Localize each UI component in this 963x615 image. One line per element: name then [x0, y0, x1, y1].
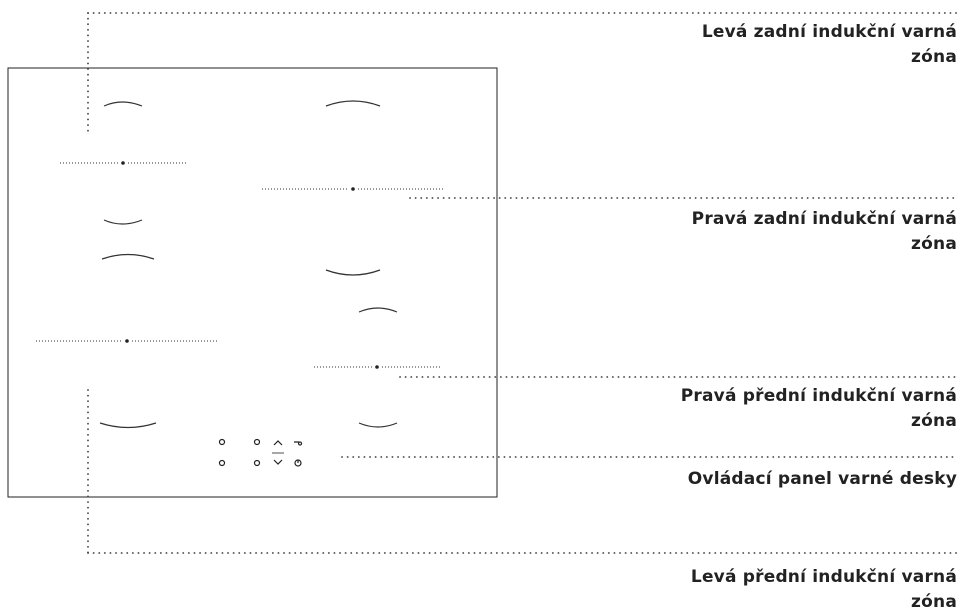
label-front-right-line1: Pravá přední indukční varná [680, 386, 957, 406]
label-control-panel: Ovládací panel varné desky [688, 467, 957, 492]
label-rear-left-zone: Levá zadní indukční varná zóna [702, 20, 957, 70]
label-rear-right-line1: Pravá zadní indukční varná [691, 209, 957, 229]
label-front-left-line1: Levá přední indukční varná [690, 567, 957, 587]
label-front-right-line2: zóna [911, 411, 957, 431]
control-button[interactable] [253, 459, 261, 467]
front-right-zone-slider-marker [375, 365, 379, 369]
chevron-up-icon[interactable] [273, 440, 283, 446]
leader-front-left [87, 389, 958, 554]
control-panel [218, 438, 303, 467]
label-front-right-zone: Pravá přední indukční varná zóna [681, 384, 957, 434]
control-button[interactable] [218, 459, 226, 467]
leader-rear-left [87, 12, 958, 133]
rear-right-zone-slider-marker [351, 187, 355, 191]
label-front-left-line2: zóna [911, 592, 957, 612]
label-front-left-zone: Levá přední indukční varná zóna [691, 565, 957, 615]
key-lock-icon[interactable] [294, 441, 303, 446]
cooktop-outline [7, 67, 498, 498]
control-button[interactable] [218, 438, 226, 446]
control-button[interactable] [253, 438, 261, 446]
front-left-zone-slider-marker [125, 339, 129, 343]
leader-lines [87, 12, 958, 554]
rear-left-zone [103, 101, 143, 225]
label-rear-left-line1: Levá zadní indukční varná [701, 22, 957, 42]
front-left-zone [99, 253, 157, 429]
label-rear-right-zone: Pravá zadní indukční varná zóna [692, 207, 957, 257]
rear-left-zone-slider-marker [121, 161, 125, 165]
label-rear-left-line2: zóna [911, 47, 957, 67]
label-control-panel-line1: Ovládací panel varné desky [687, 469, 957, 489]
chevron-down-icon[interactable] [273, 459, 283, 465]
front-right-zone [358, 307, 398, 428]
rear-right-zone [325, 100, 381, 276]
label-rear-right-line2: zóna [911, 234, 957, 254]
